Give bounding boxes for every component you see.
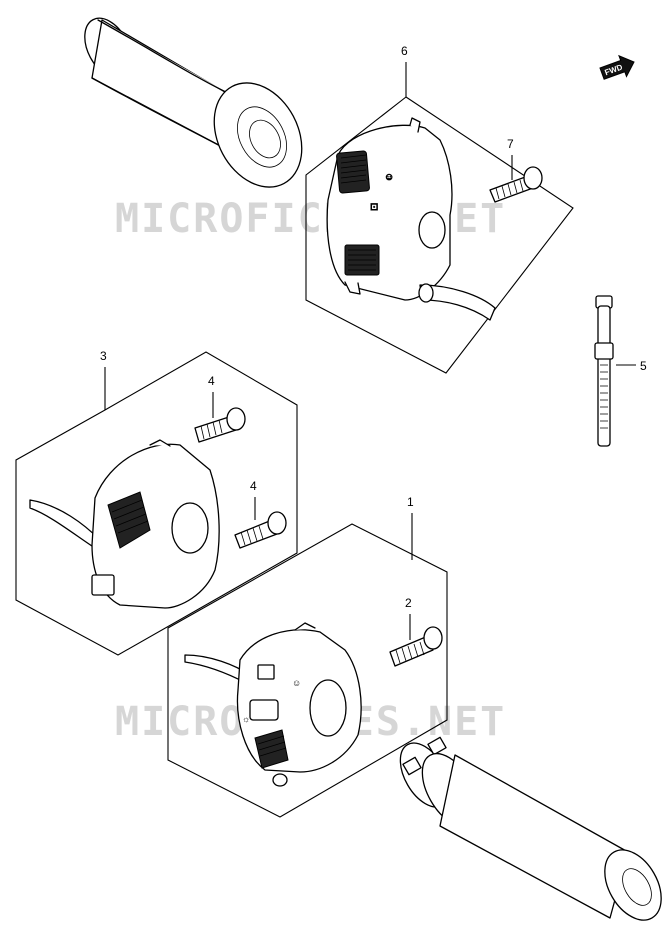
fwd-arrow-icon: FWD — [599, 54, 635, 80]
callout-2: 2 — [405, 596, 412, 610]
screw-7 — [489, 166, 543, 203]
svg-text:☺: ☺ — [292, 678, 301, 688]
left-grip — [84, 17, 303, 188]
cable-strap-5 — [594, 295, 614, 447]
right-switch-housing: ☺ ⊡ — [326, 117, 496, 321]
lower-switch-housing: ☺ ☼ — [184, 622, 362, 787]
assembly-frame-1 — [167, 523, 448, 818]
svg-text:☺: ☺ — [384, 172, 394, 183]
callout-7: 7 — [507, 137, 514, 151]
callout-6: 6 — [401, 44, 408, 58]
screw-4-lower — [234, 511, 287, 549]
screw-2 — [389, 626, 443, 667]
callout-1: 1 — [407, 495, 414, 509]
left-switch-housing — [29, 439, 220, 609]
screw-4-upper — [194, 407, 246, 443]
callout-3: 3 — [100, 349, 107, 363]
assembly-frame-3 — [15, 351, 298, 656]
callout-5: 5 — [640, 359, 647, 373]
svg-text:⊡: ⊡ — [370, 202, 378, 213]
svg-text:☼: ☼ — [242, 714, 250, 724]
callout-4-upper: 4 — [208, 374, 215, 388]
assembly-frame-6 — [305, 96, 574, 374]
callout-4-lower: 4 — [250, 479, 257, 493]
throttle-grip — [399, 736, 662, 921]
